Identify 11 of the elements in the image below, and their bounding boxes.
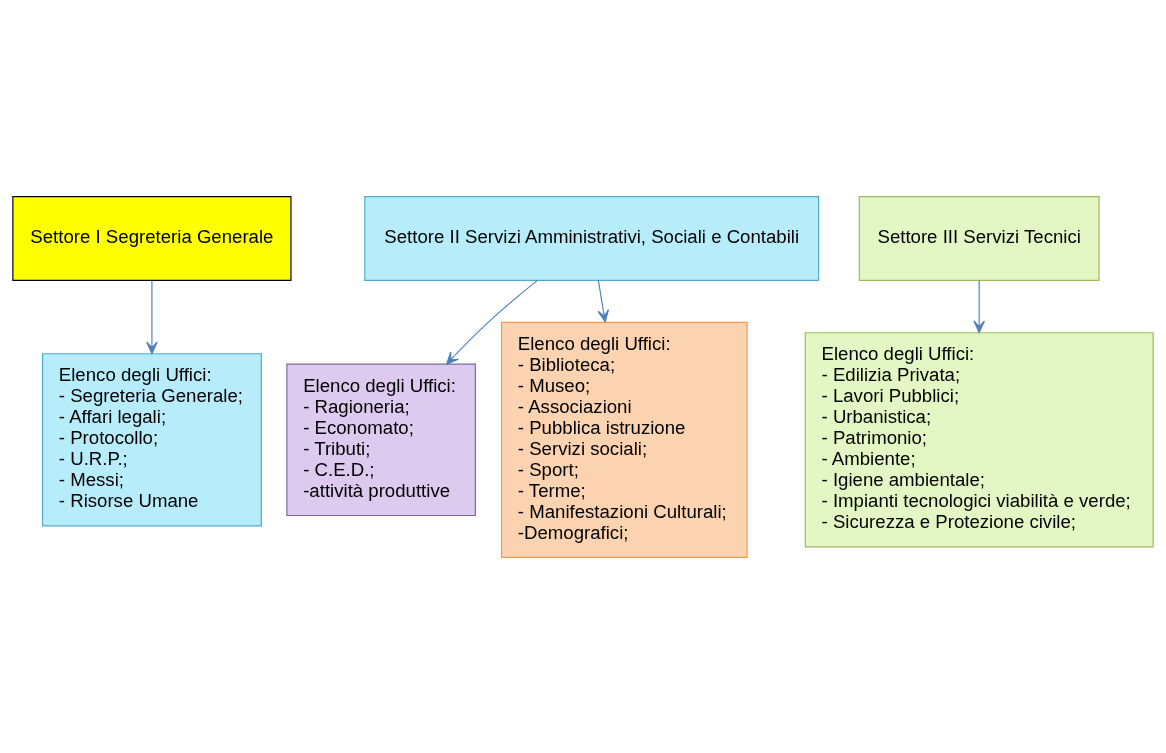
node-box: Elenco degli Uffici: - Segreteria Generale; - Affari legali; - Protocollo; - U.R.P.; - Messi; - Risorse Umane (41, 352, 262, 526)
arrow (446, 279, 538, 365)
node-box: Elenco degli Uffici: - Edilizia Privata; - Lavori Pubblici; - Urbanistica; - Patrimonio; - Ambiente; - Igiene ambientale; - Impianti tecnologici viabilità e verde; - Sicurezza e Protezione civile; (804, 331, 1154, 547)
node-box: Settore II Servizi Amministrativi, Sociali e Contabili (364, 195, 820, 281)
arrow (973, 279, 985, 333)
node-box: Elenco degli Uffici: - Ragioneria; - Economato; - Tributi; - C.E.D.; -attività produttive (286, 363, 476, 516)
node-box: Settore III Servizi Tecnici (858, 195, 1100, 281)
arrow (597, 279, 610, 322)
node-box: Elenco degli Uffici: - Biblioteca; - Museo; - Associazioni - Pubblica istruzione - Servizi sociali; - Sport; - Terme; - Manifestazioni Culturali; -Demografici; (500, 321, 748, 558)
arrow (146, 279, 158, 354)
node-box: Settore I Segreteria Generale (12, 195, 292, 281)
